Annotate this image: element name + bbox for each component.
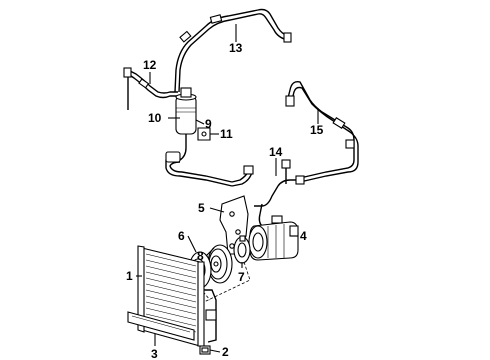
callout-14: 14 [269, 145, 283, 159]
bracket-11 [197, 127, 211, 141]
hose-13 [174, 8, 292, 93]
callout-5: 5 [198, 201, 205, 215]
shield-3 [127, 311, 195, 341]
callout-12: 12 [143, 58, 157, 72]
clip-2 [199, 345, 211, 355]
callout-4: 4 [300, 229, 307, 243]
callout-7: 7 [238, 270, 245, 284]
callout-13: 13 [229, 41, 243, 55]
callout-9: 9 [205, 117, 212, 131]
accumulator-drier [175, 87, 197, 161]
callout-3: 3 [151, 347, 158, 360]
clutch-coil [233, 235, 251, 264]
leader-lines [136, 24, 319, 353]
hose-12 [123, 67, 178, 110]
clutch-pulley [207, 244, 233, 284]
callout-10: 10 [148, 111, 162, 125]
callout-8: 8 [197, 249, 204, 263]
suction-hose [165, 151, 254, 187]
callout-11: 11 [220, 127, 233, 141]
callout-15: 15 [310, 123, 324, 137]
line-14 [254, 159, 305, 227]
hose-15 [285, 80, 359, 183]
callout-1: 1 [126, 269, 133, 283]
compressor [248, 215, 299, 261]
callout-2: 2 [222, 345, 229, 359]
callout-6: 6 [178, 229, 185, 243]
